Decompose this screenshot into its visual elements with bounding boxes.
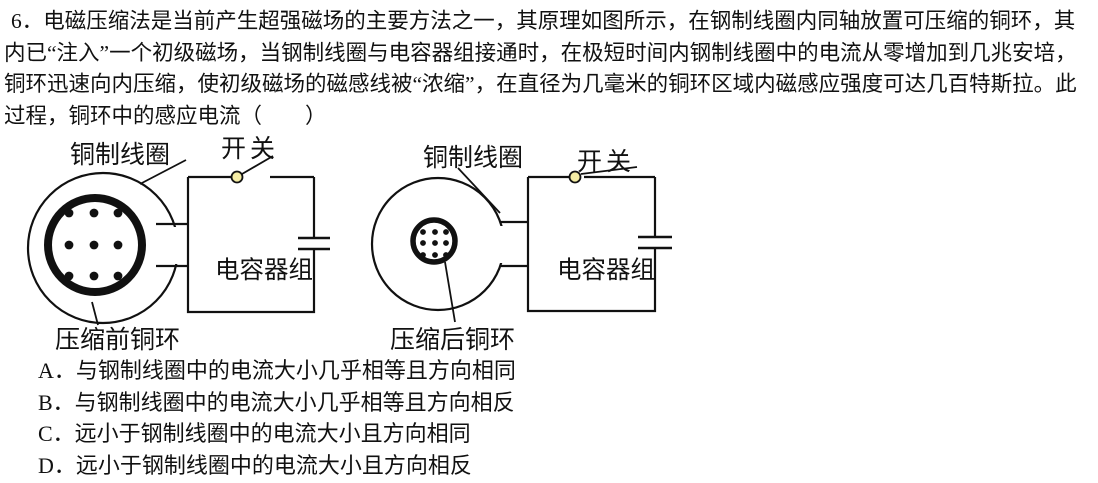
circuit-diagrams: 铜制线圈 开关 电容器组 压缩前铜环 <box>26 135 672 354</box>
switch-label: 开关 <box>221 135 279 163</box>
capacitor-label: 电容器组 <box>215 256 313 284</box>
copper-ring-before <box>44 194 146 296</box>
coil-label: 铜制线圈 <box>70 141 170 169</box>
coil-label-leader <box>139 159 187 185</box>
question-line-2: 内已“注入”一个初级磁场，当钢制线圈与电容器组接通时，在极短时间内钢制线圈中的电… <box>4 40 1077 65</box>
diagram-after-compression: 铜制线圈 开关 电容器组 压缩后铜环 <box>370 144 672 354</box>
question-line-4: 过程，铜环中的感应电流（ ） <box>4 103 327 128</box>
question-line-3: 铜环迅速向内压缩，使初级磁场的磁感线被“浓缩”，在直径为几毫米的铜环区域内磁感应… <box>4 72 1077 97</box>
capacitor-icon <box>638 235 672 250</box>
option-c: C．远小于钢制线圈中的电流大小且方向相同 <box>38 421 471 447</box>
option-a: A．与钢制线圈中的电流大小几乎相等且方向相同 <box>38 358 516 383</box>
ring-label: 压缩前铜环 <box>55 326 180 354</box>
switch-label: 开关 <box>577 148 635 176</box>
coil-label-leader <box>457 167 501 214</box>
ring-label-leader <box>91 301 99 326</box>
option-b: B．与钢制线圈中的电流大小几乎相等且方向相反 <box>38 389 515 415</box>
switch-icon <box>568 166 638 184</box>
ring-label: 压缩后铜环 <box>390 326 515 354</box>
copper-ring-after <box>410 217 458 265</box>
flux-dots-after <box>420 229 449 258</box>
coil-label: 铜制线圈 <box>423 144 523 172</box>
switch-icon <box>230 155 274 184</box>
answer-options: A．与钢制线圈中的电流大小几乎相等且方向相同 B．与钢制线圈中的电流大小几乎相等… <box>38 355 516 482</box>
coil-circle <box>370 176 506 312</box>
question-line-1: 6．电磁压缩法是当前产生超强磁场的主要方法之一，其原理如图所示，在钢制线圈内同轴… <box>11 9 1076 33</box>
diagram-before-compression: 铜制线圈 开关 电容器组 压缩前铜环 <box>26 135 330 354</box>
coil-gap <box>170 227 187 264</box>
capacitor-label: 电容器组 <box>557 256 655 284</box>
circuit-wires <box>186 175 316 314</box>
circuit-wires <box>526 175 657 313</box>
question-text: 6．电磁压缩法是当前产生超强磁场的主要方法之一，其原理如图所示，在钢制线圈内同轴… <box>4 6 1096 132</box>
coil-gap <box>497 226 527 263</box>
option-d: D．远小于钢制线圈中的电流大小且方向相反 <box>38 453 472 479</box>
capacitor-icon <box>298 236 330 251</box>
flux-dots-before <box>64 208 123 281</box>
ring-label-leader <box>444 261 456 323</box>
